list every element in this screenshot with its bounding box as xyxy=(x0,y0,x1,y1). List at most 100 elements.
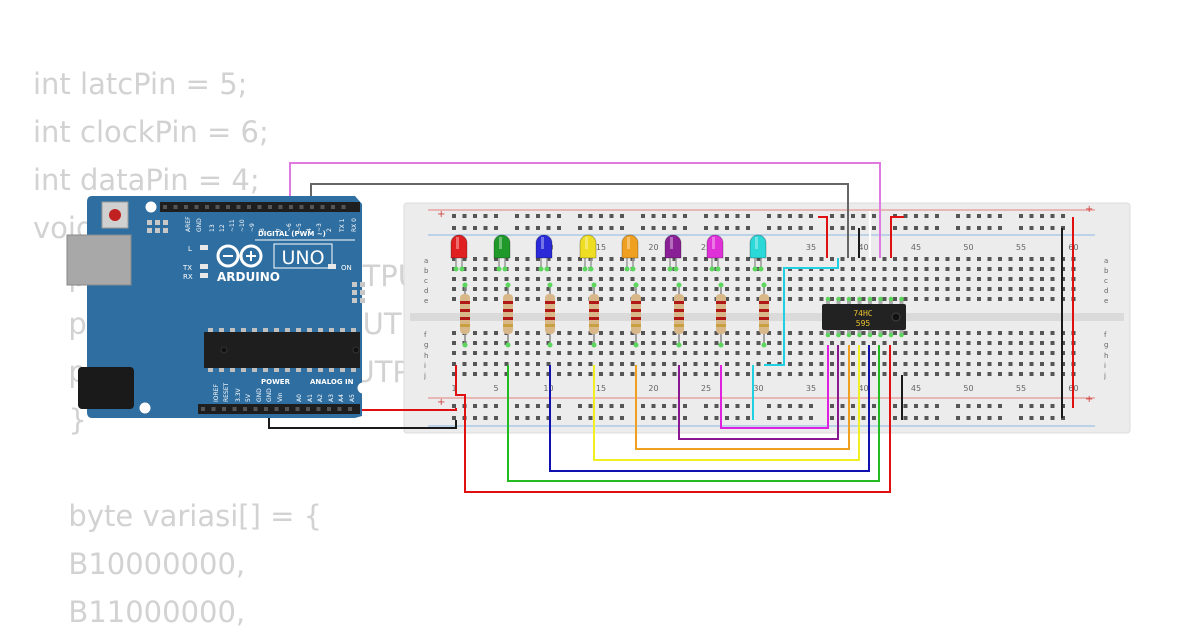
connection-dot xyxy=(547,282,553,288)
bb-hole xyxy=(452,257,456,261)
connection-dot xyxy=(462,342,468,348)
bb-hole xyxy=(1008,341,1013,345)
power-pin-label: GND xyxy=(266,388,273,402)
bb-hole xyxy=(525,297,530,301)
bb-rail-hole xyxy=(735,226,740,230)
bb-hole xyxy=(1040,287,1044,291)
bb-hole xyxy=(966,331,971,335)
bb-rail-hole xyxy=(1061,214,1065,218)
bb-rail-hole xyxy=(956,416,960,420)
bb-hole xyxy=(756,362,761,366)
bb-rail-hole xyxy=(924,416,929,420)
icsp-pin xyxy=(163,228,168,233)
resistor-body xyxy=(674,294,684,334)
bb-hole xyxy=(693,267,698,271)
bb-hole xyxy=(777,297,782,301)
bb-rail-hole xyxy=(704,214,708,218)
bb-hole xyxy=(515,341,519,345)
bb-row-letter: e xyxy=(1104,297,1108,305)
connection-dot xyxy=(761,342,767,348)
bb-hole xyxy=(798,372,803,376)
bb-hole xyxy=(704,297,708,301)
bb-hole xyxy=(651,372,656,376)
header-hole xyxy=(201,407,205,411)
bb-hole xyxy=(914,341,918,345)
bb-hole xyxy=(641,287,645,291)
bb-hole xyxy=(872,257,876,261)
analog-pin-label: A2 xyxy=(317,394,324,402)
bb-hole xyxy=(651,257,656,261)
header-hole xyxy=(316,407,321,411)
bb-hole xyxy=(977,277,981,281)
bb-hole xyxy=(693,351,698,355)
bb-rail-hole xyxy=(788,416,792,420)
bb-rail-hole xyxy=(830,226,834,230)
bb-rail-hole xyxy=(662,404,666,408)
bb-hole xyxy=(588,287,593,291)
bb-rail-hole xyxy=(872,416,876,420)
resistor-band xyxy=(759,317,769,320)
bb-rail-hole xyxy=(735,404,740,408)
bb-hole xyxy=(536,351,540,355)
bb-rail-hole xyxy=(977,226,981,230)
chip-pin xyxy=(857,300,862,304)
bb-hole xyxy=(641,362,645,366)
bb-hole xyxy=(861,351,866,355)
bb-rail-hole xyxy=(914,404,918,408)
rail-plus-tl: + xyxy=(437,209,445,220)
bb-hole xyxy=(725,341,729,345)
bb-rail-hole xyxy=(893,226,897,230)
bb-hole xyxy=(1040,267,1044,271)
bb-hole xyxy=(851,341,855,345)
bb-hole xyxy=(756,351,761,355)
atmega-pin xyxy=(318,368,323,372)
bb-rail-hole xyxy=(620,404,624,408)
bb-hole xyxy=(861,257,866,261)
bb-hole xyxy=(956,277,960,281)
bb-hole xyxy=(924,351,929,355)
atmega-pin xyxy=(274,368,279,372)
bb-hole xyxy=(704,341,708,345)
bb-rail-hole xyxy=(725,416,729,420)
atmega-notch xyxy=(220,346,228,354)
bb-rail-hole xyxy=(935,416,939,420)
bb-hole xyxy=(473,257,477,261)
bb-hole xyxy=(494,257,498,261)
resistor-band xyxy=(503,301,513,304)
bb-hole xyxy=(546,277,551,281)
bb-hole xyxy=(620,287,624,291)
bb-hole xyxy=(956,372,960,376)
bb-rail-hole xyxy=(557,226,561,230)
bb-hole xyxy=(746,257,750,261)
bb-hole xyxy=(494,362,498,366)
connection-dot xyxy=(505,342,511,348)
bb-hole xyxy=(924,372,929,376)
header-hole xyxy=(243,407,247,411)
resistor-band-gold xyxy=(460,324,470,327)
bb-hole xyxy=(956,297,960,301)
bb-hole xyxy=(725,331,729,335)
bb-hole xyxy=(1040,277,1044,281)
bb-hole xyxy=(1050,351,1055,355)
connection-dot xyxy=(825,296,831,302)
bb-col-number: 35 xyxy=(806,384,816,393)
bb-hole xyxy=(882,351,887,355)
bb-hole xyxy=(893,267,897,271)
bb-hole xyxy=(557,372,561,376)
atmega-pin xyxy=(230,368,235,372)
bb-rail-hole xyxy=(1019,404,1023,408)
bb-hole xyxy=(1050,287,1055,291)
bb-hole xyxy=(662,297,666,301)
bb-rail-hole xyxy=(473,404,477,408)
top-pin-label: 8 xyxy=(259,228,266,232)
bb-rail-hole xyxy=(998,226,1002,230)
bb-rail-hole xyxy=(788,404,792,408)
bb-rail-hole xyxy=(872,214,876,218)
bb-rail-hole xyxy=(851,416,855,420)
bb-hole xyxy=(903,341,908,345)
power-pin-label: RESET xyxy=(223,382,230,402)
bb-hole xyxy=(515,372,519,376)
bb-hole xyxy=(1019,277,1023,281)
bb-hole xyxy=(462,362,467,366)
